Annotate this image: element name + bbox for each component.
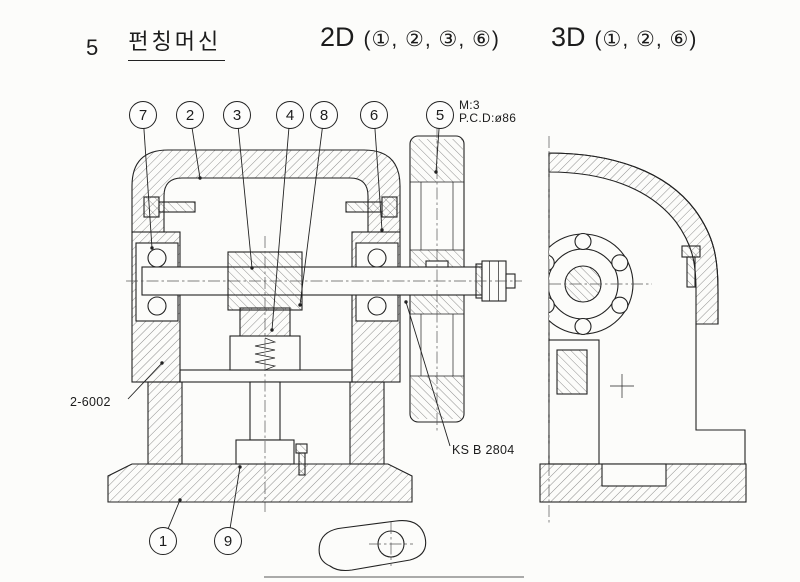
bearing-ball xyxy=(611,296,629,314)
bearing-ball xyxy=(367,248,387,268)
bearing-ball xyxy=(574,317,592,336)
side-bolt-head xyxy=(681,245,701,258)
machine-base xyxy=(107,463,413,503)
bearing-ball xyxy=(147,296,167,316)
view-2d-parts: (①, ②, ③, ⑥) xyxy=(363,28,500,51)
thread-spec-note: M:3 P.C.D:ø86 xyxy=(459,99,516,125)
bearing-ball xyxy=(549,254,555,271)
side-ram-section xyxy=(556,349,588,395)
balloon-3: 3 xyxy=(223,101,251,129)
side-housing-wall xyxy=(548,152,719,325)
balloon-leader-lines xyxy=(142,114,441,542)
standard-callout: KS B 2804 xyxy=(452,443,515,457)
left-cover-bolt-stem xyxy=(158,201,196,213)
thread-spec-text: M:3 xyxy=(459,98,480,112)
view-3d-label: 3D (①, ②, ⑥) xyxy=(551,22,697,53)
annotation-leader-lines xyxy=(127,300,451,447)
item-title: 펀칭머신 xyxy=(128,24,226,61)
link-body xyxy=(318,520,427,572)
bearing-ball xyxy=(367,296,387,316)
right-cover-bolt-stem xyxy=(345,201,383,213)
link-part-detail xyxy=(318,520,427,572)
balloon-2: 2 xyxy=(176,101,204,129)
spring xyxy=(254,337,277,371)
view-3d-name: 3D xyxy=(551,22,586,52)
bearing-callout: 2-6002 xyxy=(70,395,111,409)
foot-bolt-head xyxy=(295,443,308,454)
balloon-5: 5 xyxy=(426,101,454,129)
housing-cover xyxy=(131,149,401,233)
view-2d-label: 2D (①, ②, ③, ⑥) xyxy=(320,22,500,53)
foot-bolt-stem xyxy=(298,452,306,476)
balloon-7: 7 xyxy=(129,101,157,129)
view-3d-parts: (①, ②, ⑥) xyxy=(594,28,698,51)
guide-plate xyxy=(179,369,353,383)
pcd-spec-text: P.C.D:ø86 xyxy=(459,111,517,125)
balloon-9: 9 xyxy=(214,527,242,555)
bearing-ball xyxy=(611,254,629,272)
balloon-1: 1 xyxy=(149,527,177,555)
title-block: 5 펀칭머신 xyxy=(86,24,226,61)
bearing-ball xyxy=(549,297,555,314)
left-cover-bolt-head xyxy=(143,196,160,218)
side-base-notch xyxy=(601,463,667,487)
balloon-8: 8 xyxy=(310,101,338,129)
item-number: 5 xyxy=(86,35,99,60)
left-support-column xyxy=(147,381,183,465)
bearing-ball xyxy=(574,232,592,251)
balloon-6: 6 xyxy=(360,101,388,129)
right-cover-bolt-head xyxy=(381,196,398,218)
side-bolt-stem xyxy=(686,256,696,288)
view-2d-name: 2D xyxy=(320,22,355,52)
right-support-column xyxy=(349,381,385,465)
side-view-3d xyxy=(539,136,747,524)
balloon-4: 4 xyxy=(276,101,304,129)
bearing-ball xyxy=(147,248,167,268)
